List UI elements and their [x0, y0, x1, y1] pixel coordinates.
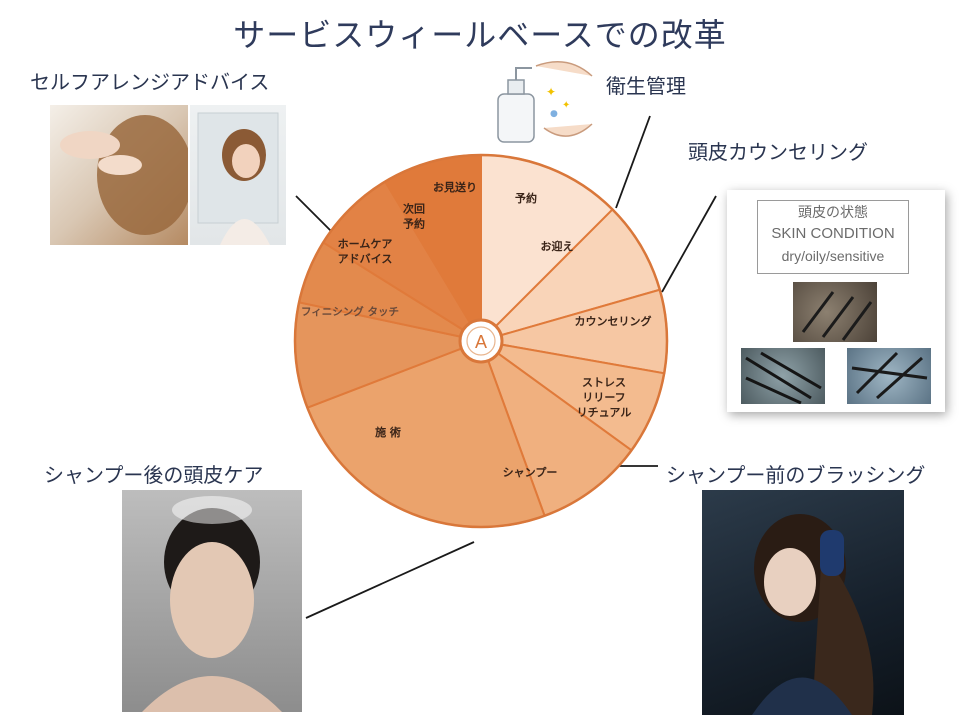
skin-condition-card: 頭皮の状態 SKIN CONDITION dry/oily/sensitive	[727, 190, 945, 412]
svg-text:✦: ✦	[562, 100, 570, 111]
wheel-label-0: 予約	[515, 191, 537, 205]
wheel-outline	[293, 153, 669, 529]
wheel-label-line: リチュアル	[577, 406, 632, 419]
scalp-micro-image-2	[741, 348, 825, 404]
wheel-label-2: カウンセリング	[575, 314, 652, 328]
hair-tying-illustration	[60, 115, 188, 235]
skin-condition-ja: 頭皮の状態	[798, 204, 868, 220]
wheel-label-line: ホームケア	[338, 238, 393, 251]
brushing-photo	[702, 490, 904, 715]
wheel-label-3: ストレスリリーフリチュアル	[577, 376, 632, 419]
callout-self-arrange: セルフアレンジアドバイス	[30, 70, 270, 94]
wheel-label-line: 予約	[515, 191, 537, 205]
skin-condition-types: dry/oily/sensitive	[781, 248, 885, 264]
callout-after-shampoo: シャンプー後の頭皮ケア	[44, 463, 264, 487]
wheel-label-7: ホームケアアドバイス	[338, 238, 393, 266]
wheel-label-line: アドバイス	[338, 253, 393, 266]
wheel-label-line: 次回	[403, 202, 425, 216]
center-logo-letter: A	[475, 332, 487, 352]
brushing-illustration	[752, 514, 874, 715]
connector-scalp-counseling	[661, 195, 717, 293]
connector-after-shampoo	[305, 541, 475, 619]
svg-text:●: ●	[550, 109, 558, 119]
wheel-label-line: リリーフ	[582, 391, 625, 404]
wheel-label-line: カウンセリング	[575, 314, 652, 328]
page-title: サービスウィールベースでの改革	[233, 16, 727, 54]
scalp-care-illustration	[142, 496, 282, 712]
wheel-label-9: お見送り	[433, 180, 477, 194]
wheel-label-5: 施 術	[375, 425, 401, 439]
wheel-label-8: 次回予約	[403, 202, 425, 231]
scalp-hair-lines-2	[745, 351, 822, 404]
callout-scalp-counseling: 頭皮カウンセリング	[688, 140, 868, 164]
wheel-label-line: 施 術	[375, 425, 401, 439]
connector-self-arrange	[295, 195, 335, 235]
svg-text:✦: ✦	[546, 85, 556, 99]
wheel-label-line: ストレス	[582, 376, 626, 389]
wheel-label-line: お見送り	[433, 180, 477, 194]
connector-hygiene	[615, 115, 651, 209]
scalp-hair-lines-3	[851, 351, 928, 400]
scalp-hair-lines-1	[801, 291, 873, 341]
wheel-label-1: お迎え	[541, 239, 574, 253]
mirror-woman-illustration	[197, 112, 279, 245]
scalp-micro-image-1	[793, 282, 877, 342]
mirror-woman-photo	[190, 105, 286, 245]
wheel-segments	[294, 153, 668, 528]
sanitizer-drawing: ✦ ✦ ●	[497, 61, 593, 143]
center-logo: A	[458, 318, 504, 364]
wheel-label-line: シャンプー	[503, 465, 558, 479]
skin-condition-en: SKIN CONDITION	[771, 225, 895, 242]
wheel-label-line: フィニシング タッチ	[301, 305, 399, 318]
scalp-care-photo	[122, 490, 302, 712]
scalp-micro-image-3	[847, 348, 931, 404]
callout-hygiene: 衛生管理	[606, 74, 686, 98]
skin-condition-box: 頭皮の状態 SKIN CONDITION dry/oily/sensitive	[757, 200, 909, 274]
wheel-label-6: フィニシング タッチ	[301, 305, 399, 318]
callout-before-shampoo: シャンプー前のブラッシング	[666, 463, 926, 487]
wheel-label-line: お迎え	[541, 239, 574, 253]
hair-tying-photo	[50, 105, 188, 245]
hand-sanitizer-illustration: ✦ ✦ ●	[488, 56, 596, 148]
callout-connectors	[295, 115, 717, 619]
wheel-label-4: シャンプー	[503, 465, 558, 479]
wheel-label-line: 予約	[403, 217, 425, 231]
